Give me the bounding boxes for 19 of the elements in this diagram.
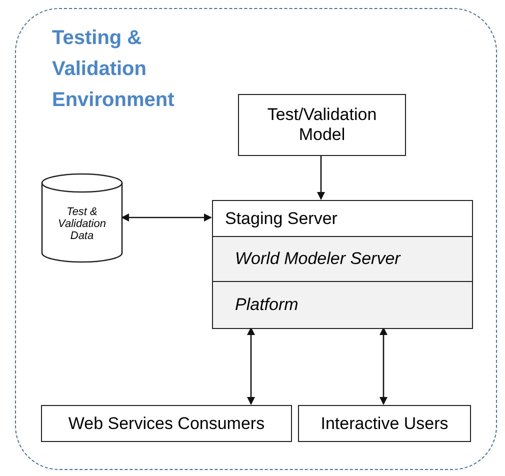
server-layer: [212, 282, 473, 329]
process-box: [238, 94, 406, 156]
server-layer: [212, 200, 473, 237]
arrow: [121, 214, 212, 222]
node-label: Test & Validation Data: [57, 206, 107, 242]
node-label: World Modeler Server: [235, 249, 400, 269]
environment-boundary: [15, 8, 497, 470]
arrow: [247, 327, 255, 405]
group-title: Testing & Validation Environment: [52, 26, 176, 113]
node-label: Interactive Users: [320, 414, 448, 434]
node-label: Test/Validation Model: [266, 105, 378, 145]
node-label: Web Services Consumers: [68, 414, 265, 434]
arrow: [380, 327, 388, 405]
node-label: Staging Server: [225, 208, 338, 228]
arrow: [317, 155, 325, 200]
server-layer: [212, 237, 473, 282]
process-box: [298, 405, 471, 442]
node-label: Platform: [235, 295, 298, 315]
process-box: [41, 405, 292, 442]
